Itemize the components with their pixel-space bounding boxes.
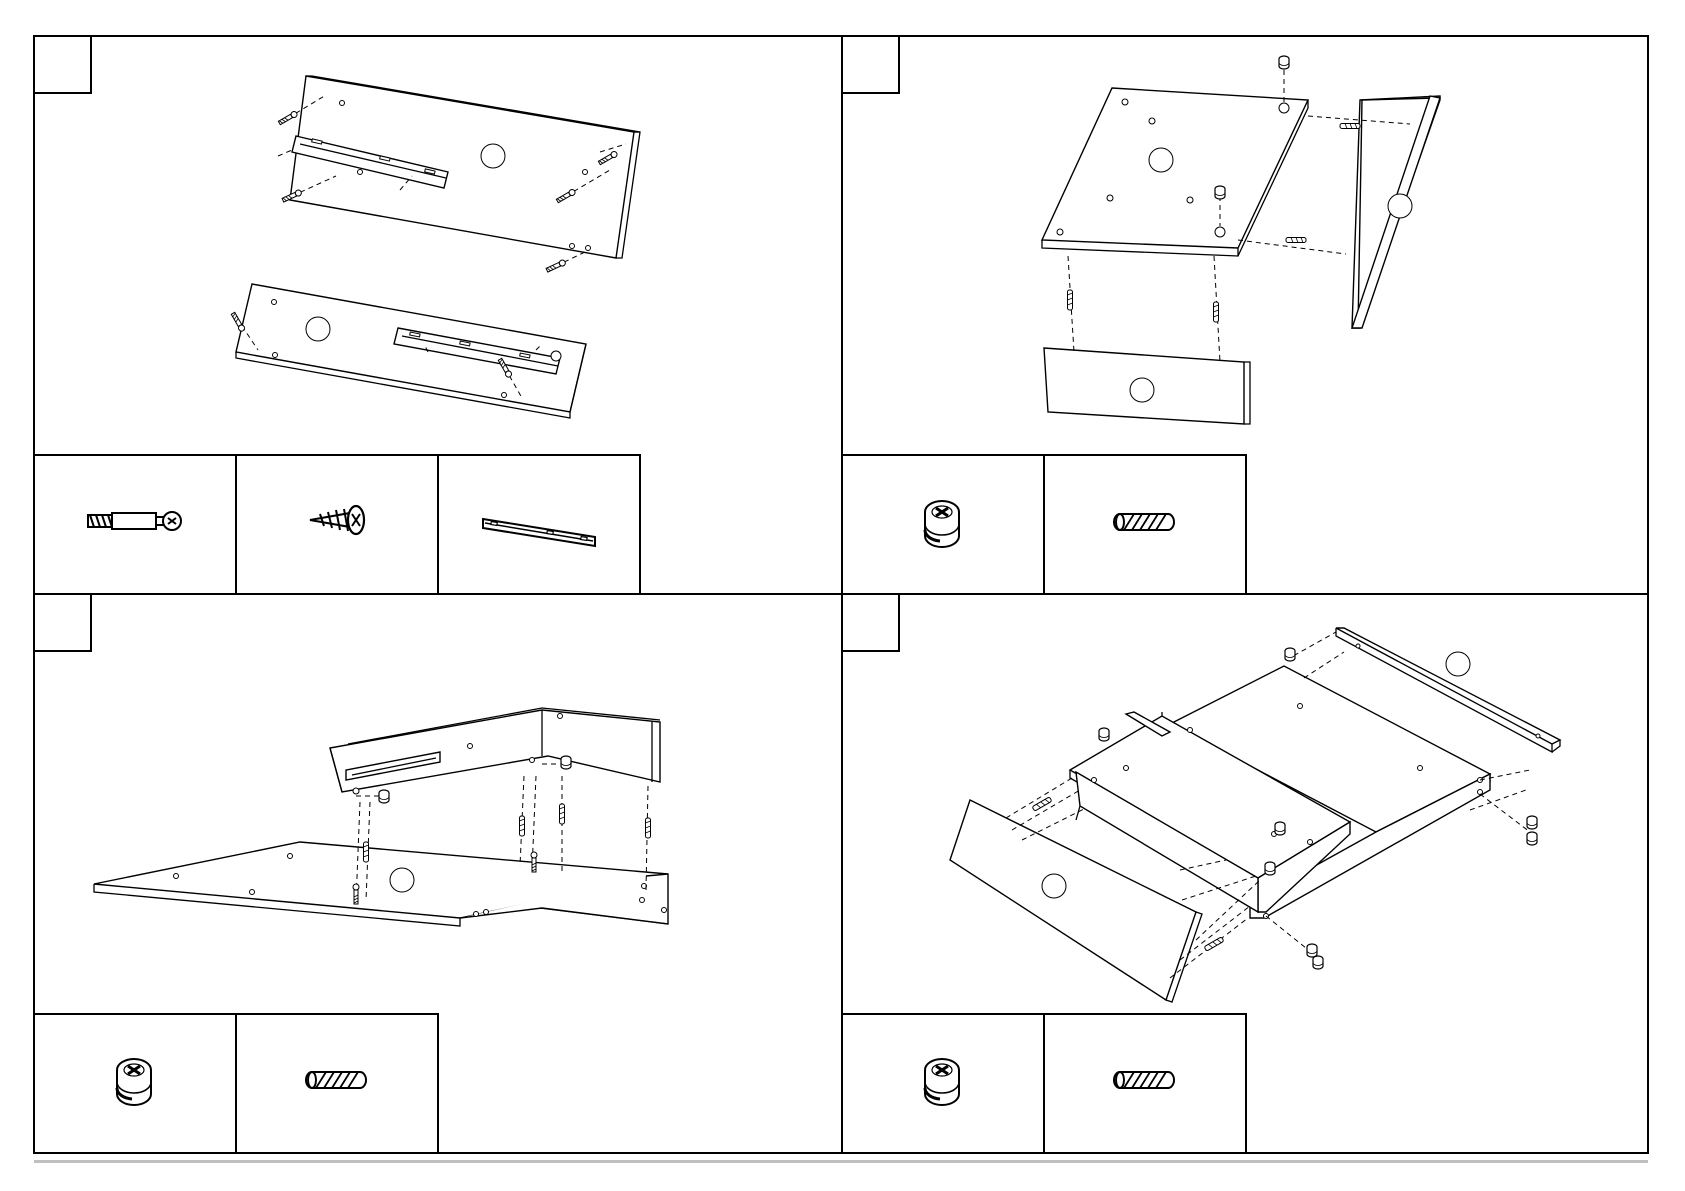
step-1 <box>34 36 640 594</box>
hardware-cell-drawer-slide <box>438 455 640 594</box>
part-label-circle <box>306 317 330 341</box>
part-label-circle <box>1130 378 1154 402</box>
hardware-row <box>842 1014 1246 1153</box>
drawer-front-panel-step2 <box>1044 256 1250 424</box>
hardware-row <box>34 455 640 594</box>
hardware-row <box>842 455 1246 594</box>
step-4 <box>842 594 1560 1153</box>
part-label-circle <box>390 868 414 892</box>
wood-dowel-icon <box>306 1072 366 1088</box>
step-number-box <box>842 594 899 651</box>
drawer-bottom-panel <box>1042 56 1308 256</box>
part-label-circle <box>481 144 505 168</box>
cam-bolt-icon <box>88 512 181 530</box>
part-label-circle <box>1388 194 1412 218</box>
part-label-circle <box>1042 874 1066 898</box>
cam-lock-icon <box>925 1059 959 1105</box>
part-label-circle <box>1446 652 1470 676</box>
part-label-circle <box>1149 148 1173 172</box>
drawer-side-panel-lower <box>230 284 586 418</box>
step-number-box <box>34 36 91 93</box>
step-2 <box>842 36 1440 594</box>
cam-lock-icon <box>925 501 959 547</box>
hardware-row <box>34 1014 438 1153</box>
step-3 <box>34 594 668 1153</box>
step-number-box <box>842 36 899 93</box>
cam-lock-icon <box>117 1059 151 1105</box>
step-number-box <box>34 594 91 651</box>
wood-dowel-icon <box>1114 514 1174 530</box>
drawer-box-upper <box>330 708 660 803</box>
wood-dowel-icon <box>1114 1072 1174 1088</box>
drawer-side-panel-upper <box>278 76 640 273</box>
